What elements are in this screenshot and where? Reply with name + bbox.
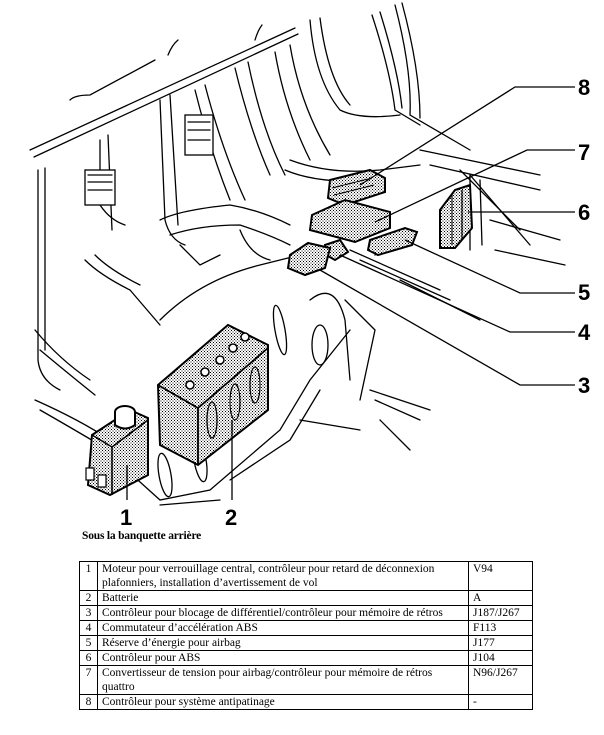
callout-3: 3 — [578, 373, 590, 398]
item-number: 4 — [79, 620, 98, 636]
table-row: 2 Batterie A — [79, 590, 533, 606]
item-number: 6 — [79, 650, 98, 666]
item-number: 5 — [79, 635, 98, 651]
section-caption: Sous la banquette arrière — [82, 530, 202, 542]
item-number: 2 — [79, 590, 98, 606]
component-2-battery — [156, 323, 269, 467]
item-description: Contrôleur pour système antipatinage — [97, 694, 469, 710]
item-code: N96/J267 — [468, 665, 533, 695]
component-7 — [308, 198, 391, 244]
item-number: 7 — [79, 665, 98, 695]
item-number: 1 — [79, 561, 98, 591]
item-code: J177 — [468, 635, 533, 651]
item-description: Moteur pour verrouillage central, contrô… — [97, 561, 469, 591]
callout-8: 8 — [578, 75, 590, 100]
item-description: Commutateur d’accélération ABS — [97, 620, 469, 636]
item-code: J187/J267 — [468, 605, 533, 621]
parts-table: 1 Moteur pour verrouillage central, cont… — [79, 561, 533, 710]
table-row: 6 Contrôleur pour ABS J104 — [79, 650, 533, 666]
item-number: 8 — [79, 694, 98, 710]
item-description: Contrôleur pour ABS — [97, 650, 469, 666]
item-description: Convertisseur de tension pour airbag/con… — [97, 665, 469, 695]
component-1-motor — [85, 405, 149, 497]
item-description: Contrôleur pour blocage de différentiel/… — [97, 605, 469, 621]
component-3 — [286, 241, 332, 277]
callout-1: 1 — [120, 505, 132, 530]
callout-6: 6 — [578, 200, 590, 225]
item-code: A — [468, 590, 533, 606]
callout-7: 7 — [578, 140, 590, 165]
table-row: 7 Convertisseur de tension pour airbag/c… — [79, 665, 533, 695]
item-description: Réserve d’énergie pour airbag — [97, 635, 469, 651]
item-code: V94 — [468, 561, 533, 591]
table-row: 3 Contrôleur pour blocage de différentie… — [79, 605, 533, 621]
component-5 — [366, 226, 419, 257]
table-row: 1 Moteur pour verrouillage central, cont… — [79, 561, 533, 591]
component-location-diagram: 8 7 6 5 4 3 1 2 — [29, 2, 591, 530]
callout-5: 5 — [578, 280, 590, 305]
item-code: J104 — [468, 650, 533, 666]
leader-lines — [126, 86, 575, 500]
item-code: F113 — [468, 620, 533, 636]
table-row: 8 Contrôleur pour système antipatinage - — [79, 694, 533, 710]
callout-2: 2 — [225, 505, 237, 530]
table-row: 5 Réserve d’énergie pour airbag J177 — [79, 635, 533, 651]
item-code: - — [468, 694, 533, 710]
item-description: Batterie — [97, 590, 469, 606]
item-number: 3 — [79, 605, 98, 621]
component-6 — [439, 183, 474, 249]
callout-4: 4 — [578, 320, 591, 345]
table-row: 4 Commutateur d’accélération ABS F113 — [79, 620, 533, 636]
